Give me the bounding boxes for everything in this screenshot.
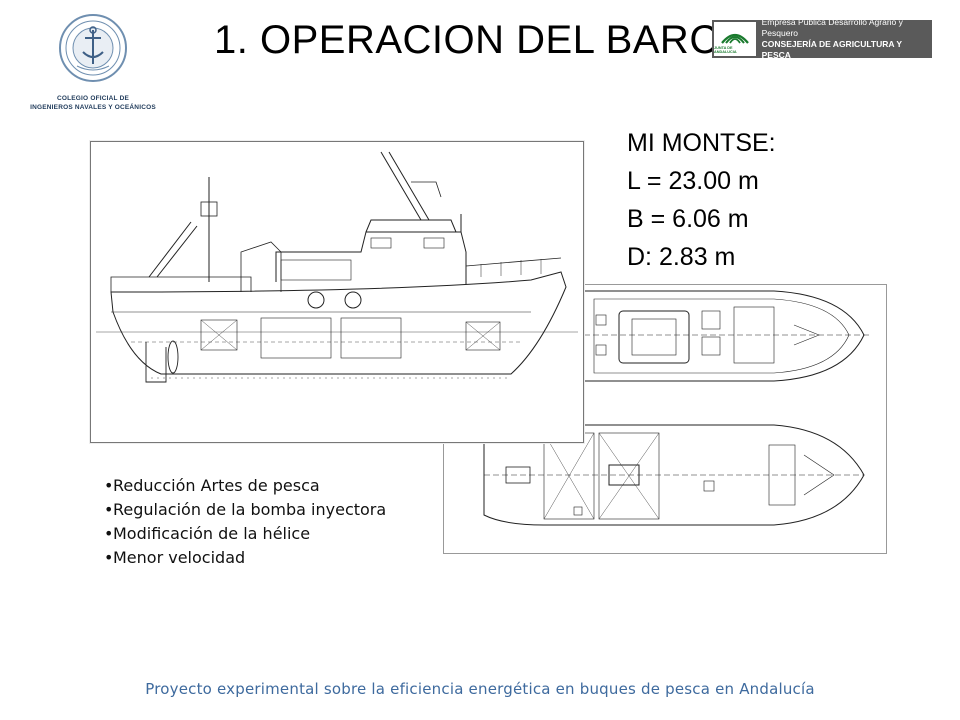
vessel-specs: MI MONTSE: L = 23.00 m B = 6.06 m D: 2.8… — [627, 124, 776, 276]
footer-text: Proyecto experimental sobre la eficienci… — [145, 680, 815, 698]
college-caption-line1: COLEGIO OFICIAL DE — [56, 95, 130, 102]
vessel-profile-drawing — [90, 141, 584, 443]
junta-logo-line2: CONSEJERÍA DE AGRICULTURA Y PESCA — [761, 39, 902, 60]
junta-logo-line1: Empresa Pública Desarrollo Agrario y Pes… — [761, 17, 903, 38]
college-caption-line2: INGENIEROS NAVALES Y OCEÁNICOS — [30, 104, 156, 111]
bullet-icon: • — [104, 548, 114, 567]
bullet-icon: • — [104, 476, 114, 495]
college-logo: COLEGIO OFICIAL DE INGENIEROS NAVALES Y … — [28, 8, 158, 111]
junta-emblem-text: JUNTA DE ANDALUCIA — [714, 45, 737, 54]
list-item: •Reducción Artes de pesca — [104, 474, 386, 498]
junta-logo: JUNTA DE ANDALUCIA Empresa Pública Desar… — [712, 17, 932, 60]
bullet-icon: • — [104, 524, 114, 543]
vessel-beam: B = 6.06 m — [627, 205, 749, 233]
junta-andalucia-emblem-icon: JUNTA DE ANDALUCIA — [714, 22, 756, 56]
slide-title: 1. OPERACION DEL BARCO — [214, 18, 751, 62]
measures-list: •Reducción Artes de pesca •Regulación de… — [104, 474, 386, 570]
list-item: •Menor velocidad — [104, 546, 386, 570]
vessel-depth: D: 2.83 m — [627, 243, 736, 271]
list-item: •Regulación de la bomba inyectora — [104, 498, 386, 522]
college-seal-icon — [59, 14, 127, 82]
list-item: •Modificación de la hélice — [104, 522, 386, 546]
vessel-name: MI MONTSE: — [627, 129, 776, 157]
vessel-length: L = 23.00 m — [627, 167, 759, 195]
bullet-icon: • — [104, 500, 114, 519]
